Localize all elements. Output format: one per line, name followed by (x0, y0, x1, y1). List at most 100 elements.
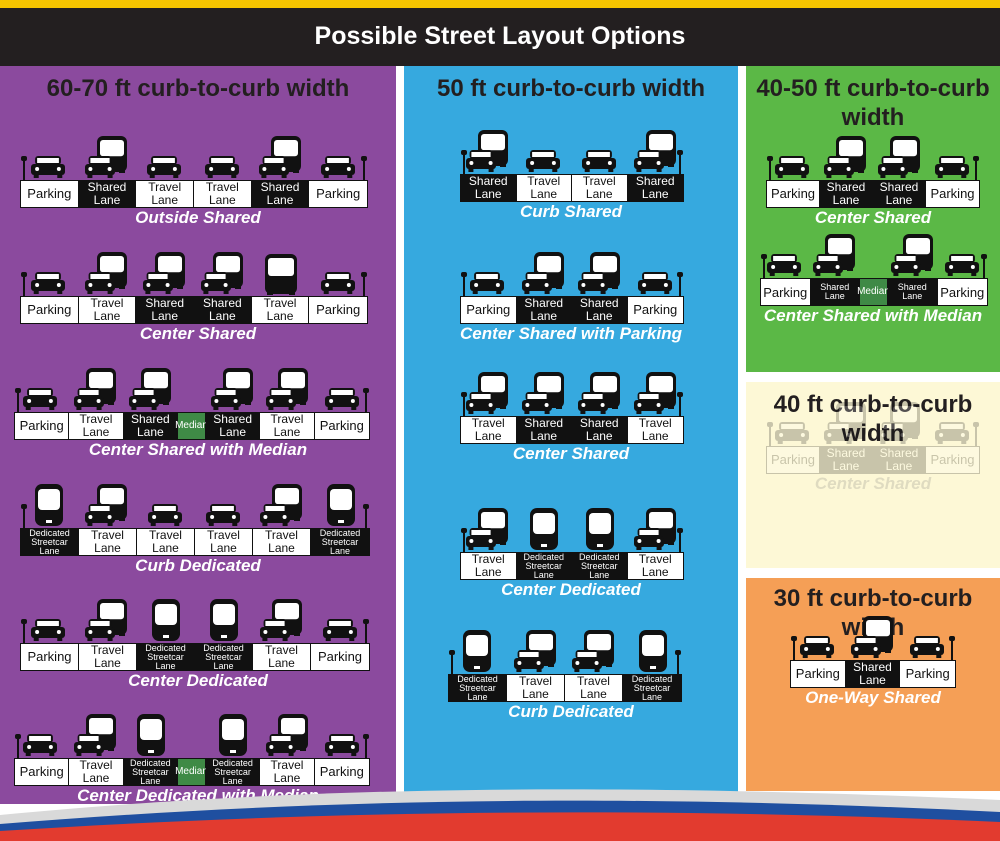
car-icon (760, 234, 810, 278)
lane-travel-lane: Travel Lane (136, 181, 195, 207)
car-icon (312, 599, 370, 643)
option-caption: Center Shared with Parking (460, 324, 682, 343)
lane-parking: Parking (21, 297, 79, 323)
lane-shared-lane: Shared Lane (873, 447, 926, 473)
bus-and-car-icon (252, 136, 310, 180)
streetlight-icon (949, 636, 955, 660)
streetlight-icon (363, 734, 369, 758)
lane-travel-lane: Travel Lane (195, 529, 253, 555)
option-caption: Curb Dedicated (508, 702, 634, 721)
car-icon (315, 714, 370, 758)
lane-dedicated-streetcar-lane: Dedicated Streetcar Lane (195, 643, 253, 670)
car-icon (628, 252, 684, 296)
car-icon (460, 252, 516, 296)
panel-title: 50 ft curb-to-curb width (437, 75, 705, 102)
streetlight-icon (21, 272, 27, 296)
streetlight-icon (675, 650, 681, 674)
streetlight-icon (21, 504, 27, 528)
lane-parking: Parking (314, 413, 369, 439)
option-caption: Center Dedicated (501, 580, 641, 599)
streetlight-icon (449, 650, 455, 674)
streetlight-icon (461, 392, 467, 416)
bus-and-car-icon (78, 484, 136, 528)
lane-shared-lane: Shared Lane (78, 181, 137, 207)
lane-travel-lane: Travel Lane (516, 175, 572, 201)
bus-and-car-icon (194, 252, 252, 296)
lane-parking: Parking (900, 661, 955, 687)
lane-dedicated-streetcar-lane: Dedicated Streetcar Lane (137, 643, 195, 670)
lane-shared-lane: Shared Lane (873, 181, 926, 207)
car-icon (938, 234, 988, 278)
streetlight-icon (677, 392, 683, 416)
streetlight-icon (981, 254, 987, 278)
lane-shared-lane: Shared Lane (516, 297, 572, 323)
option-caption: Center Shared (512, 444, 630, 463)
lane-shared-lane: Shared Lane (820, 181, 873, 207)
lane-travel-lane: Travel Lane (194, 181, 252, 207)
median-space (178, 714, 206, 758)
car-icon (20, 136, 78, 180)
bus-and-car-icon (628, 130, 684, 174)
car-icon (901, 616, 956, 660)
bus-icon (252, 252, 310, 296)
lane-parking: Parking (767, 181, 820, 207)
car-icon (20, 599, 78, 643)
bus-and-car-icon (810, 234, 860, 278)
bus-and-car-icon (572, 252, 628, 296)
lane-dedicated-streetcar-lane: Dedicated Streetcar Lane (123, 758, 178, 785)
lane-parking: Parking (311, 644, 369, 670)
car-icon (315, 368, 370, 412)
lane-parking: Parking (21, 181, 79, 207)
bus-and-car-icon (78, 599, 136, 643)
lane-dedicated-streetcar-lane: Dedicated Streetcar Lane (449, 674, 507, 701)
option-caption: Center Shared (814, 208, 932, 227)
vehicle-row (766, 402, 980, 446)
streetcar-icon (206, 714, 261, 758)
car-icon (766, 136, 820, 180)
lane-parking: Parking (15, 759, 70, 785)
option-caption: Center Shared with Median (763, 306, 983, 325)
option-caption: Center Dedicated (128, 671, 268, 690)
car-icon (516, 130, 572, 174)
car-icon (20, 252, 78, 296)
bus-and-car-icon (253, 599, 311, 643)
streetcar-icon (195, 599, 253, 643)
lane-parking: Parking (926, 181, 979, 207)
bus-and-car-icon (69, 714, 124, 758)
lane-parking: Parking (309, 297, 368, 323)
lane-travel-lane: Travel Lane (78, 297, 137, 323)
streetcar-icon (123, 714, 178, 758)
lane-shared-lane: Shared Lane (572, 297, 628, 323)
car-icon (572, 130, 628, 174)
streetcar-icon (20, 484, 78, 528)
streetcar-icon (624, 630, 683, 674)
streetlight-icon (461, 272, 467, 296)
streetlight-icon (361, 272, 367, 296)
streetlight-icon (677, 528, 683, 552)
streetlight-icon (363, 619, 369, 643)
lane-parking: Parking (761, 279, 811, 305)
option-caption: Center Shared with Median (88, 440, 308, 459)
streetlight-icon (21, 156, 27, 180)
bus-and-car-icon (565, 630, 624, 674)
lane-parking: Parking (627, 297, 683, 323)
lane-shared-lane: Shared Lane (888, 279, 938, 305)
median-lane: Median (175, 759, 208, 785)
bus-and-car-icon (123, 368, 178, 412)
vehicle-row (790, 616, 956, 660)
car-icon (310, 252, 368, 296)
lane-travel-lane: Travel Lane (251, 297, 310, 323)
bus-and-car-icon (69, 368, 124, 412)
streetlight-icon (677, 272, 683, 296)
car-icon (14, 714, 69, 758)
bus-and-car-icon (261, 368, 316, 412)
